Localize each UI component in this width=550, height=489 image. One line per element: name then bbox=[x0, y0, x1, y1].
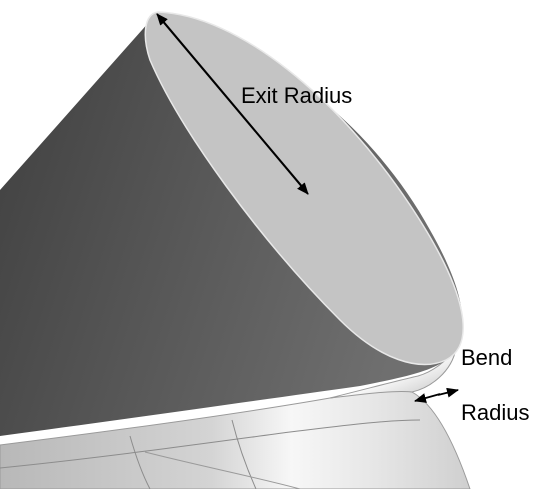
surface-mesh-line bbox=[144, 451, 301, 489]
bend-label: Bend bbox=[461, 345, 513, 370]
exit-radius-label: Exit Radius bbox=[241, 83, 353, 108]
exit-radius-arrow-tail bbox=[159, 17, 309, 195]
surface-mesh-line bbox=[129, 435, 151, 489]
surface-mesh-line bbox=[0, 419, 421, 469]
radius-label: Radius bbox=[461, 400, 530, 425]
bend-radius-arrow-tail bbox=[414, 393, 441, 403]
bend-radius-arrow bbox=[437, 387, 459, 398]
surface-mesh-line bbox=[231, 419, 257, 489]
cone-body bbox=[0, 12, 463, 436]
